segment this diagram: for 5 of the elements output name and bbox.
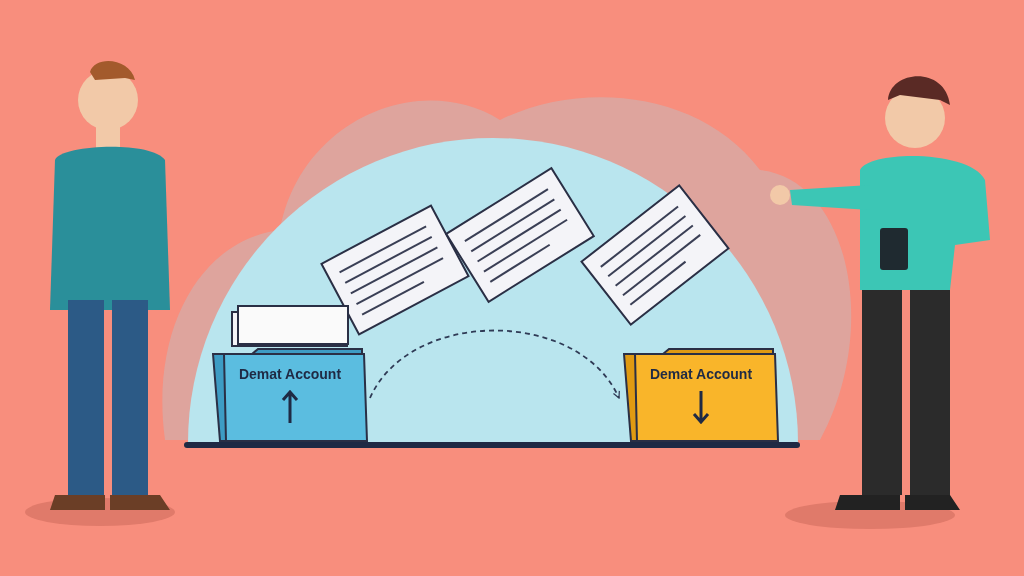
dashed-arrow	[369, 329, 620, 399]
folder-label: Demat Account	[237, 366, 343, 382]
folder-label: Demat Account	[648, 366, 754, 382]
folder	[212, 348, 368, 442]
folder	[623, 348, 779, 442]
